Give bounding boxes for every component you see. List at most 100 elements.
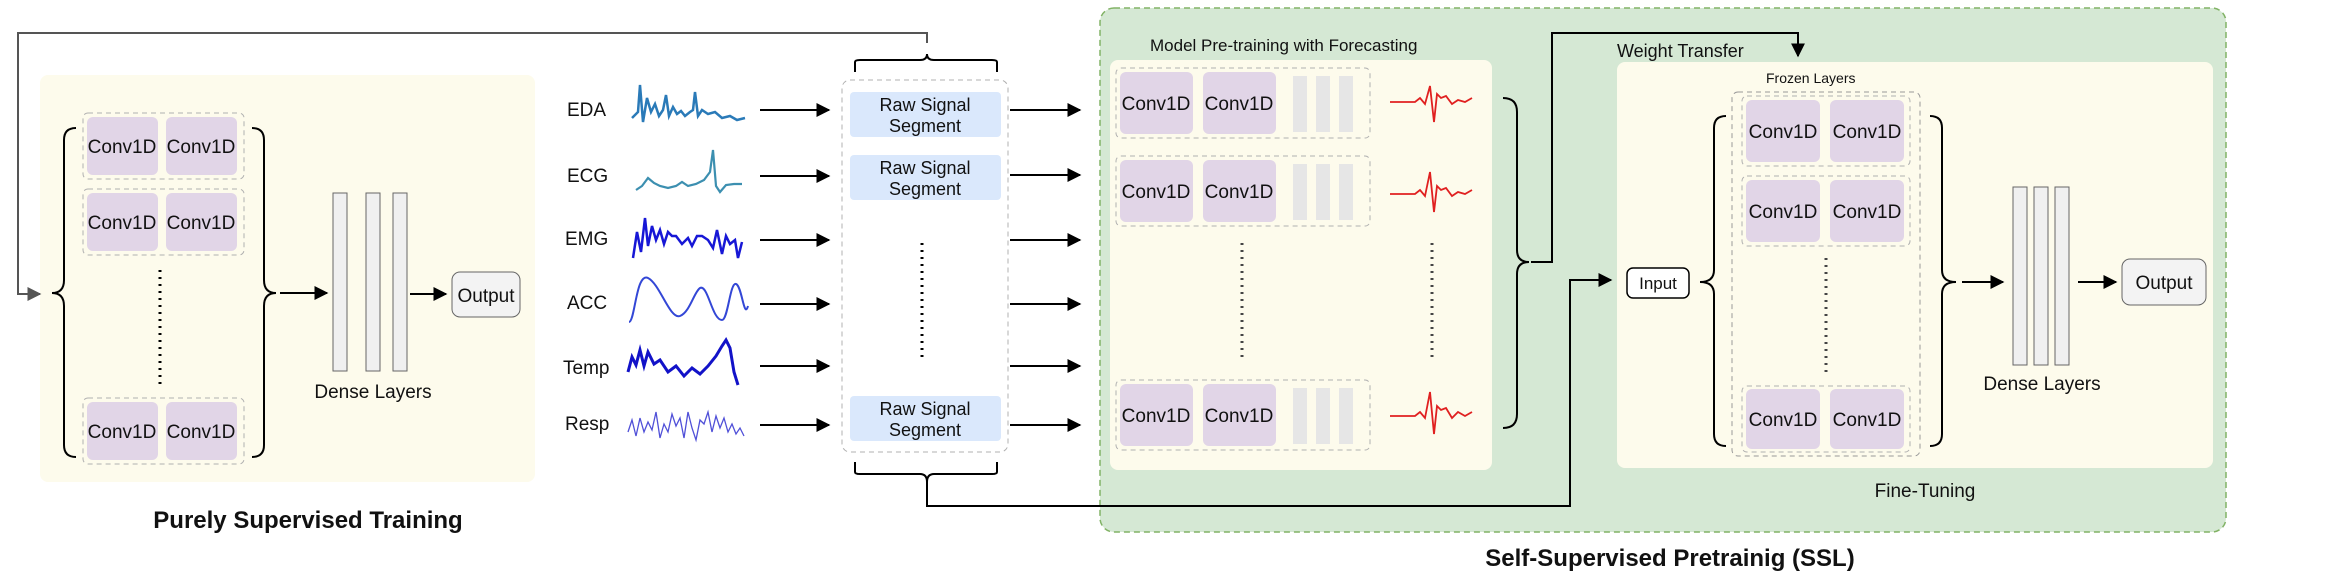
finetune-label: Fine-Tuning	[1875, 481, 1976, 502]
conv1d-label: Conv1D	[1833, 202, 1902, 223]
feedback-line	[17, 32, 928, 301]
conv1d-label: Conv1D	[1833, 122, 1902, 143]
segment-label: Segment	[889, 179, 961, 199]
conv-group-frame	[82, 188, 245, 256]
conv-row-frame	[1115, 67, 1371, 139]
output-box	[2121, 258, 2207, 306]
signal-label: Temp	[563, 358, 609, 379]
forecast-waveform	[1390, 391, 1473, 435]
segment-label: Segment	[889, 116, 961, 136]
supervised-dense-layers	[332, 192, 408, 372]
dense-layer	[1339, 388, 1353, 444]
conv1d-block	[87, 117, 158, 175]
supervised-conv-stack: Conv1D Conv1D Conv1D Conv1D Conv1D Conv1…	[82, 112, 245, 465]
pretrain-title: Model Pre-training with Forecasting	[1150, 36, 1417, 55]
dense-layer	[1316, 164, 1330, 220]
dense-layer	[1293, 388, 1307, 444]
segments-bottom-brace	[854, 462, 998, 483]
conv1d-block	[1120, 384, 1193, 446]
conv1d-block	[166, 402, 237, 460]
pretrain-rows: Conv1D Conv1D Conv1D Conv1D Conv1D Conv1…	[1115, 67, 1473, 451]
conv-group-frame	[82, 112, 245, 180]
conv1d-block	[1203, 160, 1276, 222]
dense-layers-label: Dense Layers	[1983, 374, 2100, 395]
segments-top-brace	[854, 53, 998, 72]
segment-label: Raw Signal	[879, 95, 970, 115]
conv1d-block	[1120, 72, 1193, 134]
ssl-title: Self-Supervised Pretrainig (SSL)	[1485, 545, 1854, 572]
dense-layer	[2012, 186, 2028, 366]
dense-layer	[1293, 164, 1307, 220]
segment-label: Segment	[889, 420, 961, 440]
conv1d-label: Conv1D	[1122, 94, 1191, 115]
right-brace	[251, 127, 277, 458]
conv1d-label: Conv1D	[167, 137, 236, 158]
dense-layer	[2033, 186, 2049, 366]
conv1d-block	[166, 117, 237, 175]
emg-waveform	[631, 217, 744, 259]
signal-label: EDA	[567, 100, 606, 121]
conv1d-block	[1830, 100, 1904, 162]
input-label: Input	[1639, 274, 1677, 293]
conv-group-frame	[82, 397, 245, 465]
frozen-layers-label: Frozen Layers	[1766, 70, 1855, 86]
weight-transfer-line	[1531, 32, 1805, 263]
left-brace	[51, 127, 77, 458]
dense-layer	[1316, 388, 1330, 444]
conv1d-block	[1830, 389, 1904, 449]
dense-layer	[392, 192, 408, 372]
acc-waveform	[628, 276, 749, 323]
segment-list: Raw Signal Segment Raw Signal Segment Ra…	[850, 92, 1001, 441]
pretrain-right-brace	[1502, 97, 1530, 429]
frozen-layers-frame	[1731, 91, 1921, 457]
finetune-left-brace	[1699, 115, 1727, 447]
dense-layer	[2054, 186, 2070, 366]
conv1d-label: Conv1D	[1205, 94, 1274, 115]
conv1d-label: Conv1D	[88, 137, 157, 158]
signal-label: ACC	[567, 293, 607, 314]
conv1d-label: Conv1D	[1749, 410, 1818, 431]
conv1d-block	[1830, 180, 1904, 242]
conv1d-label: Conv1D	[167, 422, 236, 443]
conv1d-label: Conv1D	[1749, 122, 1818, 143]
conv1d-label: Conv1D	[1749, 202, 1818, 223]
dense-layer	[1339, 164, 1353, 220]
ecg-waveform	[635, 149, 742, 194]
signal-label: ECG	[567, 166, 608, 187]
conv1d-label: Conv1D	[1833, 410, 1902, 431]
segment-label: Raw Signal	[879, 158, 970, 178]
raw-signal-segment	[850, 155, 1001, 200]
conv1d-block	[1120, 160, 1193, 222]
finetune-panel	[1617, 62, 2213, 468]
raw-signal-segment	[850, 396, 1001, 441]
segment-label: Raw Signal	[879, 399, 970, 419]
signal-label: Resp	[565, 414, 609, 435]
conv1d-block	[1746, 100, 1820, 162]
conv-row-frame	[1741, 385, 1911, 453]
finetune-dense-layers	[2012, 186, 2070, 366]
resp-waveform	[627, 409, 745, 443]
dense-layer	[1339, 76, 1353, 132]
segments-frame	[841, 79, 1009, 453]
conv-row-frame	[1115, 155, 1371, 227]
segments-to-input-line	[926, 273, 1613, 507]
conv1d-label: Conv1D	[1205, 182, 1274, 203]
supervised-title: Purely Supervised Training	[153, 507, 462, 534]
finetune-right-brace	[1929, 115, 1957, 447]
conv1d-block	[87, 402, 158, 460]
conv1d-label: Conv1D	[167, 213, 236, 234]
conv1d-block	[1746, 180, 1820, 242]
conv1d-block	[87, 193, 158, 251]
dense-layer	[332, 192, 348, 372]
temp-waveform	[626, 337, 740, 386]
weight-transfer-label: Weight Transfer	[1617, 41, 1744, 61]
dense-layer	[1293, 76, 1307, 132]
dense-layer	[1316, 76, 1330, 132]
signal-list: EDA ECG EMG ACC Temp Resp	[563, 84, 831, 443]
conv1d-block	[1746, 389, 1820, 449]
raw-signal-segment	[850, 92, 1001, 137]
eda-waveform	[631, 84, 746, 123]
conv1d-block	[1203, 384, 1276, 446]
signal-label: EMG	[565, 229, 608, 250]
